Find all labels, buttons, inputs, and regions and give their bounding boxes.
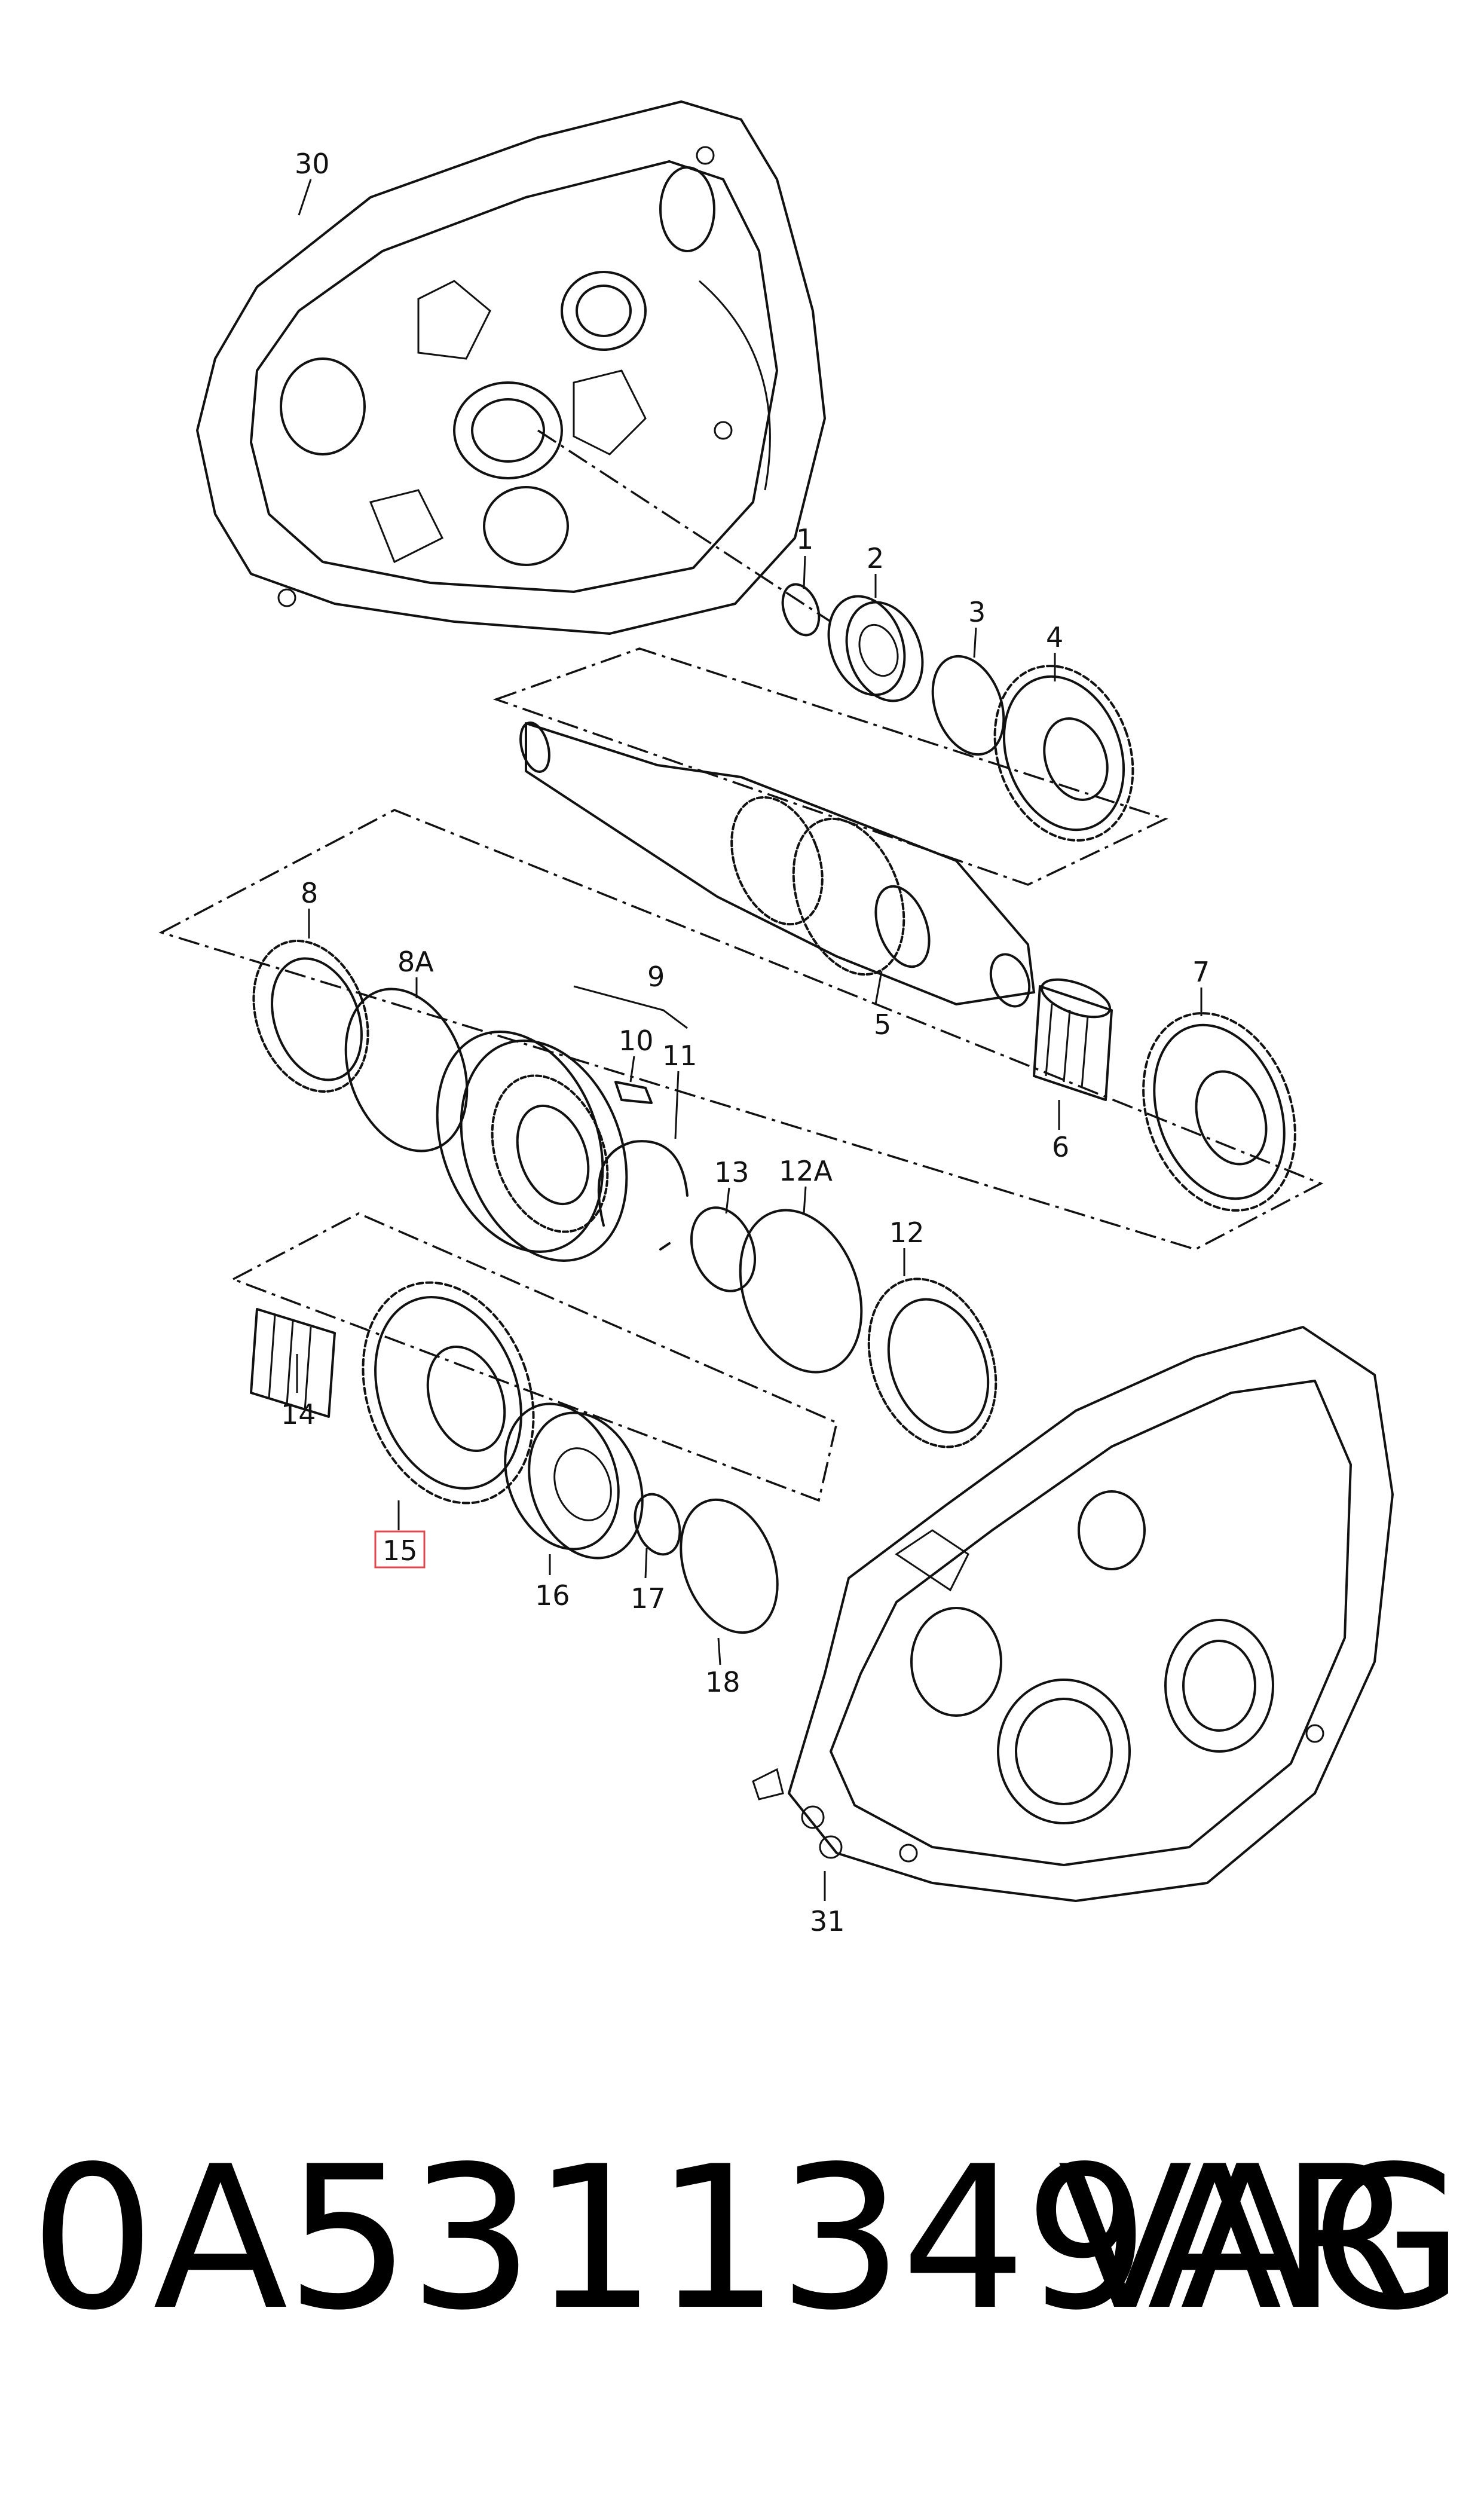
- synchro-ring-part-8: [252, 940, 369, 1093]
- callout-5: 5: [874, 1008, 891, 1041]
- transmission-housing-front: [196, 100, 826, 635]
- highlight-box: [374, 1530, 426, 1569]
- circlip-part-1: [781, 583, 821, 637]
- callout-15: 15: [383, 1534, 418, 1567]
- callout-30: 30: [295, 148, 330, 180]
- ball-bearing-part-2: [827, 595, 924, 702]
- main-shaft-part-5: [519, 722, 1035, 1008]
- callout-1: 1: [796, 523, 813, 555]
- callout-17: 17: [631, 1582, 666, 1615]
- exploded-parts-diagram: 30 1 2 3 4 5 6 7 8 8A 9 10 11 12 12A 13 …: [158, 100, 1394, 1937]
- key-part-10: [614, 1081, 653, 1104]
- callout-16: 16: [535, 1579, 570, 1612]
- callout-14: 14: [281, 1398, 316, 1430]
- circlip-part-17: [634, 1493, 681, 1556]
- callout-8a: 8A: [397, 946, 434, 978]
- gear-part-15: [362, 1281, 535, 1505]
- transmission-housing-rear: [752, 1326, 1394, 1902]
- callout-18: 18: [705, 1666, 741, 1698]
- bearing-part-16: [504, 1402, 644, 1560]
- callout-9: 9: [647, 961, 665, 993]
- snap-ring-part-3: [931, 655, 1005, 756]
- callout-7: 7: [1192, 956, 1210, 988]
- callout-6: 6: [1052, 1131, 1069, 1163]
- needle-bearing-part-6: [1033, 978, 1113, 1101]
- spring-part-11: [597, 1140, 689, 1251]
- snap-ring-part-18: [680, 1498, 779, 1634]
- ring-part-12a: [739, 1209, 863, 1374]
- callout-31: 31: [810, 1905, 845, 1937]
- callout-12a: 12A: [779, 1155, 833, 1187]
- callout-2: 2: [867, 542, 884, 574]
- synchro-ring-part-12: [867, 1277, 998, 1448]
- gear-part-4: [993, 665, 1134, 842]
- callout-10: 10: [619, 1025, 654, 1057]
- gear-part-7: [1142, 1012, 1296, 1212]
- synchro-hub-part-9: [436, 985, 688, 1262]
- callout-3: 3: [968, 596, 986, 628]
- callout-12: 12: [889, 1216, 925, 1249]
- callout-11: 11: [662, 1040, 697, 1072]
- callout-4: 4: [1046, 621, 1063, 653]
- callout-8: 8: [301, 877, 318, 909]
- circlip-part-13: [690, 1206, 757, 1292]
- caption: 0A5311349AR VAG: [30, 2140, 1464, 2391]
- callout-13: 13: [714, 1156, 749, 1188]
- needle-bearing-part-14: [250, 1308, 336, 1418]
- brand-label: VAG: [1057, 2124, 1464, 2353]
- part-number: 0A5311349AR: [30, 2124, 1416, 2353]
